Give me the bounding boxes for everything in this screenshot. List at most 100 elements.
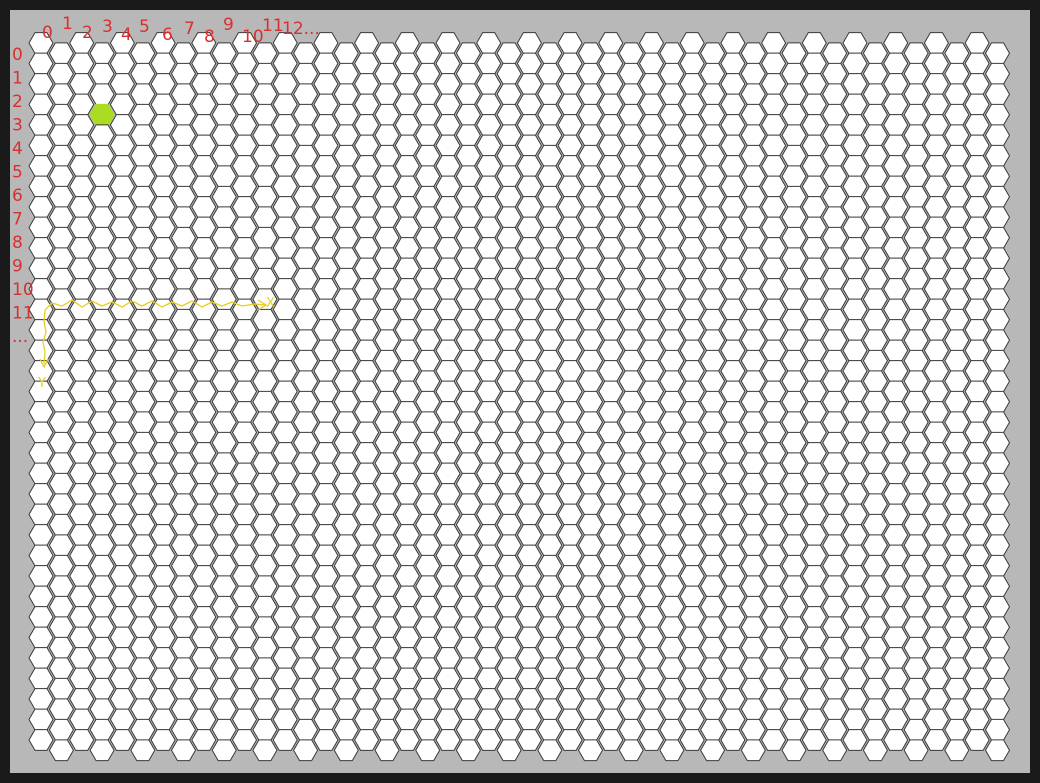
hex-cell[interactable] <box>435 565 461 587</box>
hex-cell[interactable] <box>333 452 359 475</box>
hex-cell[interactable] <box>659 206 685 229</box>
hex-cell[interactable] <box>740 226 766 249</box>
hex-cell[interactable] <box>801 339 827 362</box>
hex-cell[interactable] <box>638 237 665 259</box>
hex-cell[interactable] <box>577 288 604 311</box>
hex-cell[interactable] <box>598 32 624 54</box>
hex-cell[interactable] <box>862 595 888 618</box>
hex-cell[interactable] <box>435 708 461 731</box>
hex-cell[interactable] <box>638 339 665 362</box>
hex-cell[interactable] <box>69 585 95 608</box>
hex-cell[interactable] <box>720 278 746 300</box>
hex-cell[interactable] <box>252 677 278 700</box>
hex-cell[interactable] <box>720 175 746 198</box>
hex-cell[interactable] <box>150 278 176 300</box>
hex-cell[interactable] <box>801 360 827 382</box>
hex-cell[interactable] <box>720 380 746 403</box>
hex-cell[interactable] <box>313 93 339 116</box>
hex-cell[interactable] <box>48 657 74 680</box>
hex-cell[interactable] <box>333 575 359 598</box>
hex-cell[interactable] <box>455 42 481 65</box>
hex-cell[interactable] <box>842 278 868 300</box>
hex-cell[interactable] <box>964 565 990 587</box>
hex-cell[interactable] <box>883 32 909 54</box>
hex-cell[interactable] <box>109 278 135 300</box>
hex-cell[interactable] <box>577 575 604 598</box>
hex-cell[interactable] <box>883 565 909 587</box>
hex-cell[interactable] <box>231 319 258 341</box>
hex-cell[interactable] <box>700 206 726 229</box>
hex-cell[interactable] <box>231 278 258 300</box>
hex-cell[interactable] <box>761 52 787 75</box>
hex-cell[interactable] <box>496 677 522 700</box>
hex-cell[interactable] <box>69 155 95 177</box>
hex-cell[interactable] <box>374 595 400 618</box>
hex-cell[interactable] <box>48 739 74 762</box>
hex-cell[interactable] <box>89 247 115 270</box>
hex-cell[interactable] <box>211 534 237 557</box>
hex-cell[interactable] <box>415 677 441 700</box>
hex-cell[interactable] <box>862 308 888 331</box>
hex-cell[interactable] <box>252 534 278 557</box>
hex-cell[interactable] <box>903 575 929 598</box>
hex-cell[interactable] <box>822 370 848 393</box>
hex-cell[interactable] <box>333 144 359 167</box>
hex-cell[interactable] <box>170 595 197 618</box>
hex-cell[interactable] <box>842 606 868 628</box>
hex-cell[interactable] <box>415 267 441 290</box>
hex-cell[interactable] <box>883 401 909 423</box>
hex-cell[interactable] <box>252 165 278 188</box>
hex-cell[interactable] <box>944 554 970 577</box>
hex-cell[interactable] <box>964 667 990 690</box>
hex-cell[interactable] <box>455 226 481 249</box>
hex-cell[interactable] <box>923 155 949 177</box>
hex-cell[interactable] <box>903 83 929 106</box>
hex-cell[interactable] <box>537 144 563 167</box>
hex-cell[interactable] <box>69 421 95 444</box>
hex-cell[interactable] <box>354 565 380 587</box>
hex-cell[interactable] <box>903 472 929 495</box>
hex-cell[interactable] <box>476 606 502 628</box>
hex-cell[interactable] <box>374 657 400 680</box>
hex-cell[interactable] <box>191 134 217 157</box>
hex-cell[interactable] <box>638 688 665 710</box>
hex-cell[interactable] <box>598 196 624 218</box>
hex-cell[interactable] <box>822 42 848 65</box>
hex-cell[interactable] <box>577 247 604 270</box>
hex-cell[interactable] <box>354 524 380 546</box>
hex-cell[interactable] <box>415 206 441 229</box>
hex-cell[interactable] <box>842 73 868 95</box>
hex-cell[interactable] <box>109 52 135 75</box>
hex-cell[interactable] <box>496 349 522 372</box>
hex-cell[interactable] <box>130 431 156 454</box>
hex-cell[interactable] <box>69 708 95 731</box>
hex-cell[interactable] <box>862 452 888 475</box>
hex-cell[interactable] <box>150 175 176 198</box>
hex-cell[interactable] <box>394 278 420 300</box>
hex-cell[interactable] <box>394 216 420 239</box>
hex-cell[interactable] <box>761 196 787 218</box>
hex-cell[interactable] <box>801 503 827 526</box>
hex-cell[interactable] <box>923 421 949 444</box>
hex-cell[interactable] <box>883 729 909 751</box>
hex-cell[interactable] <box>455 636 481 659</box>
hex-cell[interactable] <box>435 462 461 485</box>
hex-cell[interactable] <box>69 462 95 485</box>
hex-cell[interactable] <box>700 308 726 331</box>
hex-cell[interactable] <box>496 411 522 434</box>
hex-cell[interactable] <box>252 493 278 516</box>
hex-cell[interactable] <box>740 739 766 762</box>
hex-cell[interactable] <box>48 493 74 516</box>
hex-cell[interactable] <box>984 308 1011 331</box>
hex-cell[interactable] <box>272 708 298 731</box>
hex-cell[interactable] <box>638 93 665 116</box>
hex-cell[interactable] <box>679 688 705 710</box>
hex-cell[interactable] <box>842 462 868 485</box>
hex-cell[interactable] <box>801 729 827 751</box>
hex-cell[interactable] <box>557 462 583 485</box>
hex-cell[interactable] <box>638 155 665 177</box>
hex-cell[interactable] <box>964 319 990 341</box>
hex-cell[interactable] <box>252 124 278 147</box>
hex-cell[interactable] <box>659 124 685 147</box>
hex-cell[interactable] <box>272 216 298 239</box>
